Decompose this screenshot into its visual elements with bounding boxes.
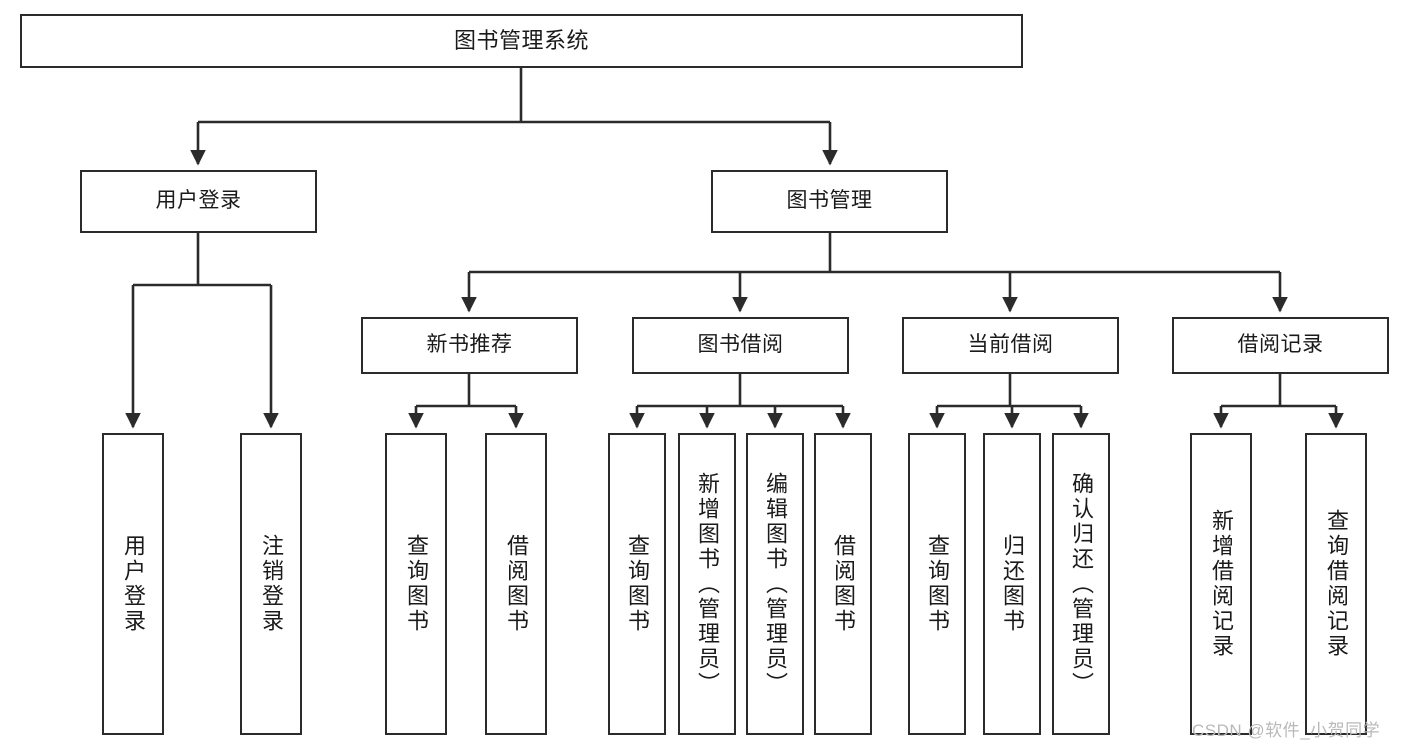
node-leaf-query-book-current-label: 查询图书 xyxy=(925,534,950,634)
node-leaf-query-book-new-label: 查询图书 xyxy=(404,534,429,634)
node-book-management[interactable]: 图书管理 xyxy=(711,170,948,233)
node-leaf-query-book-current[interactable]: 查询图书 xyxy=(908,433,966,735)
node-leaf-add-book-admin[interactable]: 新增图书（管理员） xyxy=(678,433,736,735)
node-book-management-label: 图书管理 xyxy=(786,189,873,213)
node-borrow-records-label: 借阅记录 xyxy=(1237,333,1324,357)
node-leaf-query-book-new[interactable]: 查询图书 xyxy=(385,433,447,735)
node-leaf-logout[interactable]: 注销登录 xyxy=(240,433,302,735)
node-book-borrow-label: 图书借阅 xyxy=(697,333,784,357)
node-leaf-return-book-label: 归还图书 xyxy=(1000,534,1025,634)
node-leaf-borrow-book[interactable]: 借阅图书 xyxy=(814,433,872,735)
csdn-watermark: CSDN @软件_小贺同学 xyxy=(1192,721,1381,740)
node-leaf-logout-label: 注销登录 xyxy=(259,534,284,634)
node-leaf-query-book-borrow[interactable]: 查询图书 xyxy=(608,433,666,735)
node-leaf-add-book-admin-label: 新增图书（管理员） xyxy=(695,471,720,697)
node-new-book-recommend[interactable]: 新书推荐 xyxy=(361,317,578,374)
node-leaf-add-borrow-record[interactable]: 新增借阅记录 xyxy=(1190,433,1252,735)
node-leaf-edit-book-admin-label: 编辑图书（管理员） xyxy=(763,471,788,697)
node-user-login[interactable]: 用户登录 xyxy=(80,170,317,233)
node-leaf-query-borrow-record-label: 查询借阅记录 xyxy=(1324,509,1349,659)
node-leaf-edit-book-admin[interactable]: 编辑图书（管理员） xyxy=(746,433,804,735)
node-leaf-borrow-book-label: 借阅图书 xyxy=(831,534,856,634)
node-leaf-user-login-label: 用户登录 xyxy=(121,534,146,634)
node-leaf-confirm-return-admin[interactable]: 确认归还（管理员） xyxy=(1052,433,1110,735)
node-leaf-query-book-borrow-label: 查询图书 xyxy=(625,534,650,634)
node-current-borrow[interactable]: 当前借阅 xyxy=(902,317,1119,374)
node-leaf-borrow-book-new[interactable]: 借阅图书 xyxy=(485,433,547,735)
node-user-login-label: 用户登录 xyxy=(155,189,242,213)
node-new-book-recommend-label: 新书推荐 xyxy=(426,333,513,357)
node-leaf-query-borrow-record[interactable]: 查询借阅记录 xyxy=(1305,433,1367,735)
node-book-borrow[interactable]: 图书借阅 xyxy=(632,317,849,374)
node-leaf-add-borrow-record-label: 新增借阅记录 xyxy=(1209,509,1234,659)
node-root[interactable]: 图书管理系统 xyxy=(20,14,1023,68)
node-leaf-confirm-return-admin-label: 确认归还（管理员） xyxy=(1069,471,1094,697)
node-leaf-user-login[interactable]: 用户登录 xyxy=(102,433,164,735)
node-borrow-records[interactable]: 借阅记录 xyxy=(1172,317,1389,374)
node-current-borrow-label: 当前借阅 xyxy=(967,333,1054,357)
node-leaf-return-book[interactable]: 归还图书 xyxy=(983,433,1041,735)
node-leaf-borrow-book-new-label: 借阅图书 xyxy=(504,534,529,634)
node-root-label: 图书管理系统 xyxy=(453,28,589,54)
